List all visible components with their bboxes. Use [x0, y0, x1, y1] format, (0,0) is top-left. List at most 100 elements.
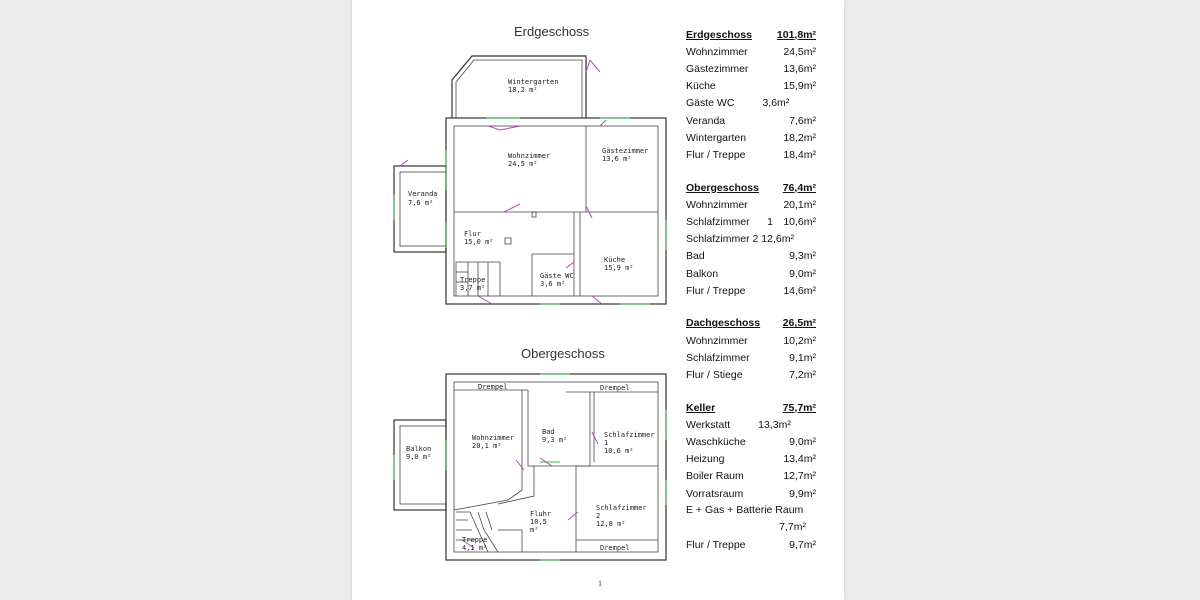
section-title: Obergeschoss	[686, 181, 759, 194]
room-name: Schlafzimmer 2 12,6m²	[686, 233, 794, 246]
room-label: Balkon	[406, 445, 431, 453]
room-label: Gästezimmer	[602, 147, 648, 155]
room-number: 1	[604, 439, 608, 447]
room-area: 10,2m²	[783, 334, 816, 347]
room-area: 9,0 m²	[406, 453, 431, 461]
room-label: Treppe	[462, 536, 487, 544]
room-name: Balkon	[686, 267, 719, 280]
room-area: 7,7m²	[779, 521, 806, 534]
room-area: 7,6 m²	[408, 199, 433, 207]
room-area: 15,9 m²	[604, 264, 634, 272]
room-area: 18,2m²	[783, 131, 816, 144]
room-area-unit: m²	[530, 526, 538, 534]
room-label: Schlafzimmer	[604, 431, 655, 439]
room-name: Wintergarten	[686, 131, 747, 144]
section-title: Keller	[686, 401, 716, 414]
room-label: Wohnzimmer	[472, 434, 514, 442]
room-area: 24,5 m²	[508, 160, 538, 168]
room-area: 20,1 m²	[472, 442, 502, 450]
room-label: Fluhr	[530, 510, 551, 518]
room-number: 2	[596, 512, 600, 520]
room-label: Schlafzimmer	[596, 504, 647, 512]
room-area: 12,7m²	[783, 470, 816, 483]
room-area: 20,1m²	[783, 198, 816, 211]
document-page	[352, 0, 844, 600]
room-label: Wintergarten	[508, 78, 559, 86]
room-area: 9,3 m²	[542, 436, 567, 444]
room-name: Gäste WC	[686, 97, 735, 110]
room-area: 9,1m²	[789, 351, 816, 364]
section-title: Dachgeschoss	[686, 317, 761, 330]
room-area: 7,2m²	[789, 368, 816, 381]
room-name: E + Gas + Batterie Raum	[686, 504, 804, 517]
room-name: Flur / Treppe	[686, 539, 746, 552]
section-title: Erdgeschoss	[686, 28, 752, 41]
room-name: Wohnzimmer	[686, 198, 748, 211]
room-area: 10,6 m²	[604, 447, 634, 455]
room-area: 10,6m²	[783, 215, 816, 228]
upper-floor-title: Obergeschoss	[521, 346, 605, 361]
area-row: Schlafzimmer 1 10,6m²	[686, 213, 816, 230]
area-row: Wohnzimmer 20,1m²	[686, 196, 816, 213]
room-label: Gäste WC	[540, 272, 574, 280]
room-area: 3,7 m²	[460, 284, 485, 292]
room-label: Wohnzimmer	[508, 152, 550, 160]
area-row: Waschküche 9,0m²	[686, 433, 816, 450]
room-area: 3,6 m²	[540, 280, 565, 288]
area-row: Balkon 9,0m²	[686, 265, 816, 282]
room-area: 9,0m²	[789, 436, 816, 449]
area-row: Flur / Treppe 9,7m²	[686, 537, 816, 554]
area-row: Heizung 13,4m²	[686, 451, 816, 468]
room-name: Bad	[686, 250, 705, 263]
room-area: 18,2 m²	[508, 86, 538, 94]
section-total: 76,4m²	[782, 181, 816, 194]
drempel-label: Drempel	[600, 384, 630, 392]
section-total: 26,5m²	[782, 317, 816, 330]
room-area: 9,0m²	[789, 267, 816, 280]
upper-floor-plan: Drempel Drempel Drempel Wohnzimmer 20,1 …	[393, 373, 667, 561]
room-name: Schlafzimmer 1	[686, 215, 773, 228]
section-header: Dachgeschoss 26,5m²	[686, 315, 816, 332]
room-name: Wohnzimmer	[686, 45, 748, 58]
room-area: 13,3m²	[758, 418, 791, 431]
room-name: Waschküche	[686, 436, 746, 449]
room-area: 4,1 m²	[462, 544, 487, 552]
room-area: 10,5	[530, 518, 547, 526]
room-label: Flur	[464, 230, 481, 238]
room-area: 13,6m²	[783, 62, 816, 75]
room-area: 12,8 m²	[596, 520, 626, 528]
room-name: Flur / Treppe	[686, 284, 746, 297]
room-area: 9,7m²	[789, 539, 816, 552]
page-number: 1	[598, 579, 602, 588]
room-label: Küche	[604, 256, 625, 264]
section-obergeschoss: Obergeschoss 76,4m² Wohnzimmer 20,1m² Sch…	[686, 179, 816, 299]
room-name: Heizung	[686, 453, 725, 466]
room-area: 15,9m²	[783, 80, 816, 93]
room-label: Treppe	[460, 276, 485, 284]
area-row: E + Gas + Batterie Raum 7,7m²	[686, 502, 816, 536]
section-header: Erdgeschoss 101,8m²	[686, 26, 816, 43]
drempel-label: Drempel	[478, 383, 508, 391]
section-header: Obergeschoss 76,4m²	[686, 179, 816, 196]
area-row: Küche 15,9m²	[686, 78, 816, 95]
room-area: 13,6 m²	[602, 155, 632, 163]
ground-floor-plan: Wintergarten 18,2 m² Wohnzimmer 24,5 m² …	[393, 55, 667, 305]
room-name: Küche	[686, 80, 716, 93]
section-total: 75,7m²	[782, 401, 816, 414]
room-area: 13,4m²	[783, 453, 816, 466]
room-area: 15,0 m²	[464, 238, 494, 246]
area-row: Schlafzimmer 2 12,6m²	[686, 231, 816, 248]
room-area: 14,6m²	[783, 284, 816, 297]
